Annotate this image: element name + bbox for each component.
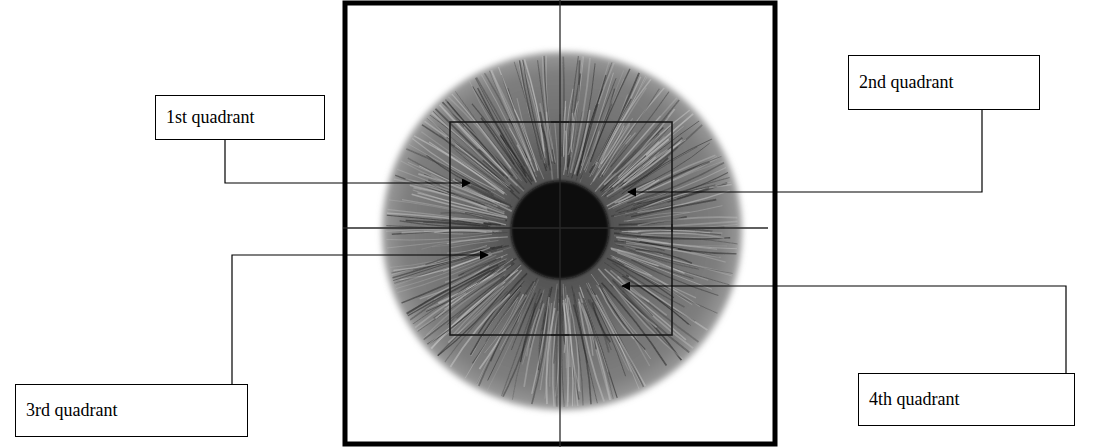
iris-fiber <box>568 85 579 176</box>
iris-fiber <box>393 248 490 271</box>
iris-fiber <box>402 231 493 233</box>
iris-fiber <box>452 219 506 225</box>
iris-fiber <box>524 304 544 387</box>
iris-fiber <box>463 233 507 234</box>
label-box: 1st quadrant <box>155 95 325 140</box>
iris-fiber <box>598 269 656 328</box>
iris-fiber <box>426 278 500 336</box>
iris-fiber <box>582 304 610 402</box>
iris-fiber <box>592 302 610 342</box>
tick-mark <box>551 334 569 336</box>
leader-arrow <box>225 140 470 183</box>
iris-fiber <box>613 221 738 228</box>
iris-fiber <box>568 297 579 391</box>
tick-mark <box>551 121 569 123</box>
iris-fiber <box>563 284 568 402</box>
iris-fiber <box>420 266 489 299</box>
iris-fiber <box>571 58 590 173</box>
leader-arrow <box>628 110 982 192</box>
iris-fiber <box>542 288 550 330</box>
iris-fiber <box>605 269 686 340</box>
iris-fiber <box>603 133 635 176</box>
label-box: 3rd quadrant <box>15 384 248 437</box>
iris-fiber <box>571 101 578 152</box>
iris-fiber <box>555 122 558 178</box>
quadrant-label: 2nd quadrant <box>859 72 1029 94</box>
iris-fiber <box>590 67 630 162</box>
label-box: 4th quadrant <box>858 373 1075 426</box>
iris-fiber <box>447 237 508 244</box>
leader-arrow <box>232 255 488 384</box>
iris-fiber <box>419 123 519 199</box>
label-box: 2nd quadrant <box>848 55 1040 110</box>
iris-fiber <box>613 161 723 209</box>
iris-fiber <box>509 128 535 180</box>
iris-fiber <box>428 113 505 181</box>
iris-fiber <box>618 240 678 249</box>
quadrant-label: 1st quadrant <box>166 107 314 129</box>
iris-fiber <box>414 265 511 332</box>
iris <box>382 52 742 410</box>
iris-fiber <box>568 60 580 167</box>
inner-square <box>450 122 672 335</box>
iris-fiber <box>404 265 497 315</box>
iris-fibers <box>383 54 739 409</box>
iris-fiber <box>384 237 498 248</box>
iris-fiber <box>540 103 553 179</box>
iris-fiber <box>618 276 650 301</box>
quadrant-label: 4th quadrant <box>869 389 1064 411</box>
iris-fiber <box>392 247 511 286</box>
iris-fiber <box>617 250 683 272</box>
iris-fiber <box>383 234 492 240</box>
iris-fiber <box>584 298 618 400</box>
iris-fiber <box>581 89 603 164</box>
iris-fiber <box>512 303 540 402</box>
iris-fiber <box>488 288 534 381</box>
iris-fiber <box>638 232 721 235</box>
iris-fiber <box>546 112 552 162</box>
iris-fiber <box>384 209 488 222</box>
iris-fiber <box>475 294 526 387</box>
iris-fiber <box>554 290 558 364</box>
iris-fiber <box>408 158 502 203</box>
iris-fiber <box>406 179 505 212</box>
iris-fiber <box>598 89 659 178</box>
horizontal-axis <box>343 227 768 228</box>
tick-mark <box>671 224 673 232</box>
iris-fiber <box>579 292 611 402</box>
iris-fiber <box>483 71 536 180</box>
leader-arrow <box>622 286 1066 373</box>
iris-fiber <box>471 186 511 206</box>
iris-fiber <box>628 156 722 200</box>
iris-fiber <box>527 309 540 356</box>
iris-fiber <box>538 60 552 163</box>
iris-fiber <box>546 308 554 404</box>
iris-fiber <box>564 101 566 157</box>
vertical-axis <box>559 0 560 447</box>
iris-fiber <box>599 97 678 188</box>
iris-fiber <box>478 297 526 388</box>
iris-fiber <box>593 125 630 182</box>
iris-fiber <box>626 242 721 258</box>
iris-fiber <box>498 65 538 170</box>
iris-fiber <box>475 76 533 182</box>
iris-fiber <box>514 109 538 171</box>
iris-fiber <box>583 105 596 153</box>
iris-fiber <box>614 150 668 191</box>
iris-fiber <box>607 140 682 197</box>
iris-fiber <box>620 286 652 316</box>
iris-fiber <box>443 291 508 364</box>
iris-fiber <box>448 270 521 343</box>
iris-fiber <box>410 271 497 326</box>
quadrant-label: 3rd quadrant <box>26 400 237 422</box>
iris-fiber <box>581 299 611 402</box>
iris-fiber <box>613 139 669 187</box>
iris-fiber <box>608 190 648 209</box>
